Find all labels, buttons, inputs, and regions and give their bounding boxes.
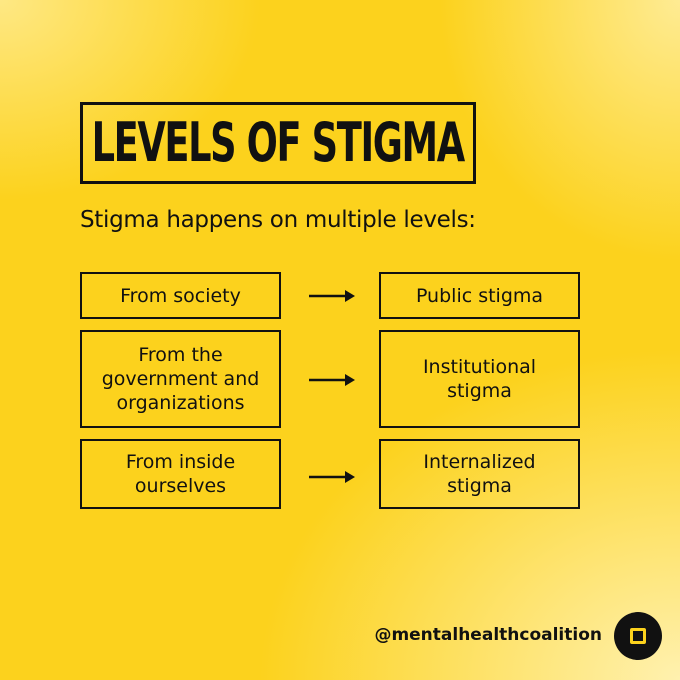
- title-box: LEVELS OF STIGMA: [80, 102, 476, 184]
- result-box-institutional: Institutional stigma: [379, 330, 580, 428]
- result-label: Institutional stigma: [422, 356, 537, 402]
- source-label: From the government and organizations: [101, 344, 260, 414]
- source-label: From society: [120, 284, 241, 307]
- arrow-right-icon: [309, 471, 355, 483]
- square-in-circle-icon: [614, 612, 662, 660]
- arrow-right-icon: [309, 290, 355, 302]
- result-box-public: Public stigma: [379, 272, 580, 319]
- source-box-society: From society: [80, 272, 281, 319]
- subtitle: Stigma happens on multiple levels:: [80, 207, 476, 233]
- source-box-inside: From inside ourselves: [80, 439, 281, 509]
- source-label: From inside ourselves: [125, 451, 236, 497]
- source-box-government: From the government and organizations: [80, 330, 281, 428]
- result-label: Internalized stigma: [423, 451, 536, 497]
- result-label: Public stigma: [415, 284, 544, 307]
- social-handle: @mentalhealthcoalition: [374, 625, 602, 645]
- result-box-internalized: Internalized stigma: [379, 439, 580, 509]
- page-title: LEVELS OF STIGMA: [91, 111, 466, 174]
- arrow-right-icon: [309, 374, 355, 386]
